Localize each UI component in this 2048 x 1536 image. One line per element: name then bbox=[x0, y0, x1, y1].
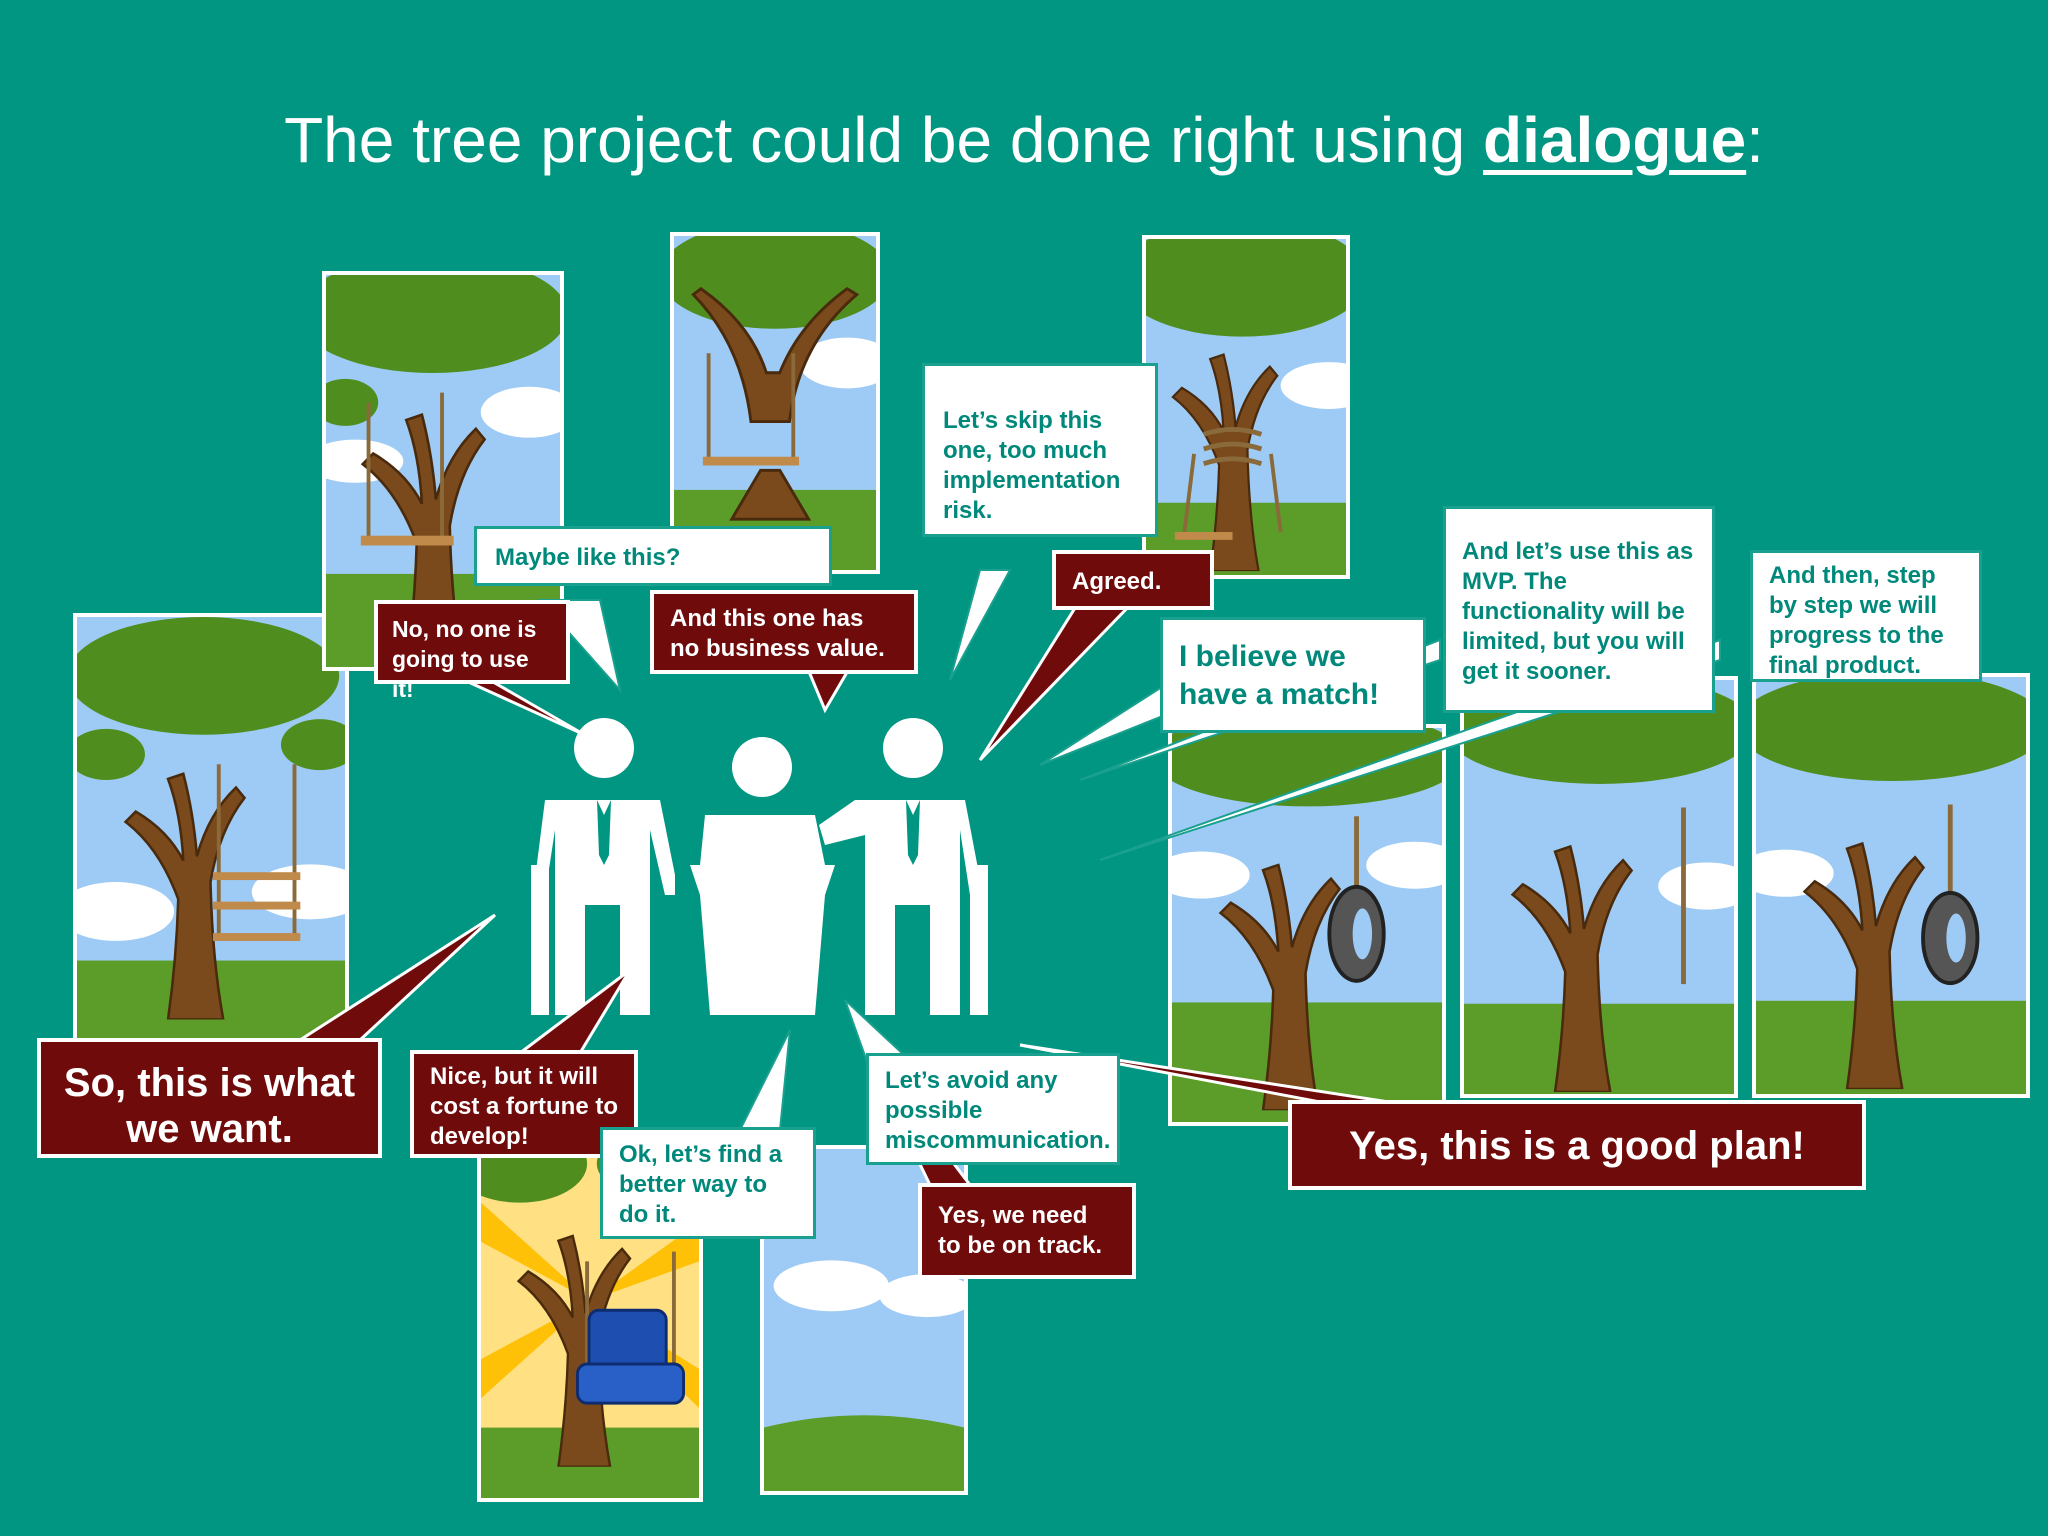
panel-tire-1 bbox=[1168, 724, 1446, 1126]
panel-swing-ladder bbox=[73, 613, 349, 1047]
tree-tire-swing-illustration bbox=[1172, 728, 1442, 1122]
bubble-maybe-like-this: Maybe like this? bbox=[474, 526, 832, 586]
bubble-text: So, this is what we want. bbox=[63, 1061, 356, 1151]
bubble-find-better-way: Ok, let’s find a better way to do it. bbox=[600, 1127, 816, 1239]
bubble-text: Let’s skip this one, too much implementa… bbox=[943, 407, 1121, 524]
panel-swing-wrapped bbox=[1142, 235, 1350, 579]
tree-tire-swing-final-illustration bbox=[1756, 677, 2026, 1094]
bubble-text: Nice, but it will cost a fortune to deve… bbox=[430, 1063, 619, 1150]
bubble-text: Agreed. bbox=[1072, 568, 1162, 595]
panel-rope bbox=[1460, 676, 1738, 1098]
panel-tire-2 bbox=[1752, 673, 2030, 1098]
bubble-text: Yes, this is a good plan! bbox=[1349, 1124, 1805, 1168]
bubble-no-one-will-use-it: No, no one is going to use it! bbox=[374, 600, 570, 702]
panel-swing-cut-trunk bbox=[670, 232, 880, 574]
bubble-step-by-step: And then, step by step we will progress … bbox=[1750, 550, 1982, 682]
title-suffix: : bbox=[1746, 104, 1764, 176]
tree-cut-trunk-swing-illustration bbox=[674, 236, 876, 570]
bubble-text: Yes, we need to be on track. bbox=[938, 1202, 1103, 1259]
tree-ladder-swing-illustration bbox=[77, 617, 345, 1043]
three-people-at-table-icon bbox=[531, 718, 988, 1015]
bubble-text: And this one has no business value. bbox=[670, 605, 885, 662]
bubble-need-to-be-on-track: Yes, we need to be on track. bbox=[918, 1183, 1136, 1279]
title-highlight: dialogue bbox=[1483, 104, 1747, 176]
panel-swing-low-seat bbox=[322, 271, 564, 671]
bubble-text: I believe we have a match! bbox=[1179, 640, 1380, 711]
bubble-skip-this-one: Let’s skip this one, too much implementa… bbox=[922, 363, 1158, 537]
bubble-text: No, no one is going to use it! bbox=[392, 616, 537, 702]
bubble-text: And then, step by step we will progress … bbox=[1769, 562, 1944, 679]
bubble-text: Let’s avoid any possible miscommunicatio… bbox=[885, 1067, 1111, 1154]
bubble-believe-match: I believe we have a match! bbox=[1160, 617, 1426, 733]
bubble-use-as-mvp: And let’s use this as MVP. The functiona… bbox=[1443, 506, 1715, 713]
panel-empty-sky bbox=[760, 1145, 968, 1495]
slide-title: The tree project could be done right usi… bbox=[0, 100, 2048, 180]
bubble-good-plan: Yes, this is a good plan! bbox=[1288, 1100, 1866, 1190]
bubble-text: Maybe like this? bbox=[495, 544, 681, 571]
bubble-so-this-is-what-we-want: So, this is what we want. bbox=[37, 1038, 382, 1158]
title-prefix: The tree project could be done right usi… bbox=[284, 104, 1484, 176]
empty-sky-illustration bbox=[764, 1149, 964, 1491]
bubble-agreed: Agreed. bbox=[1052, 550, 1214, 610]
bubble-text: Ok, let’s find a better way to do it. bbox=[619, 1141, 783, 1228]
tree-wrapped-swing-illustration bbox=[1146, 239, 1346, 575]
tree-low-seat-swing-illustration bbox=[326, 275, 560, 667]
bubble-no-business-value: And this one has no business value. bbox=[650, 590, 918, 674]
bubble-avoid-miscommunication: Let’s avoid any possible miscommunicatio… bbox=[866, 1053, 1120, 1165]
bubble-text: And let’s use this as MVP. The functiona… bbox=[1462, 538, 1694, 685]
tree-rope-illustration bbox=[1464, 680, 1734, 1094]
